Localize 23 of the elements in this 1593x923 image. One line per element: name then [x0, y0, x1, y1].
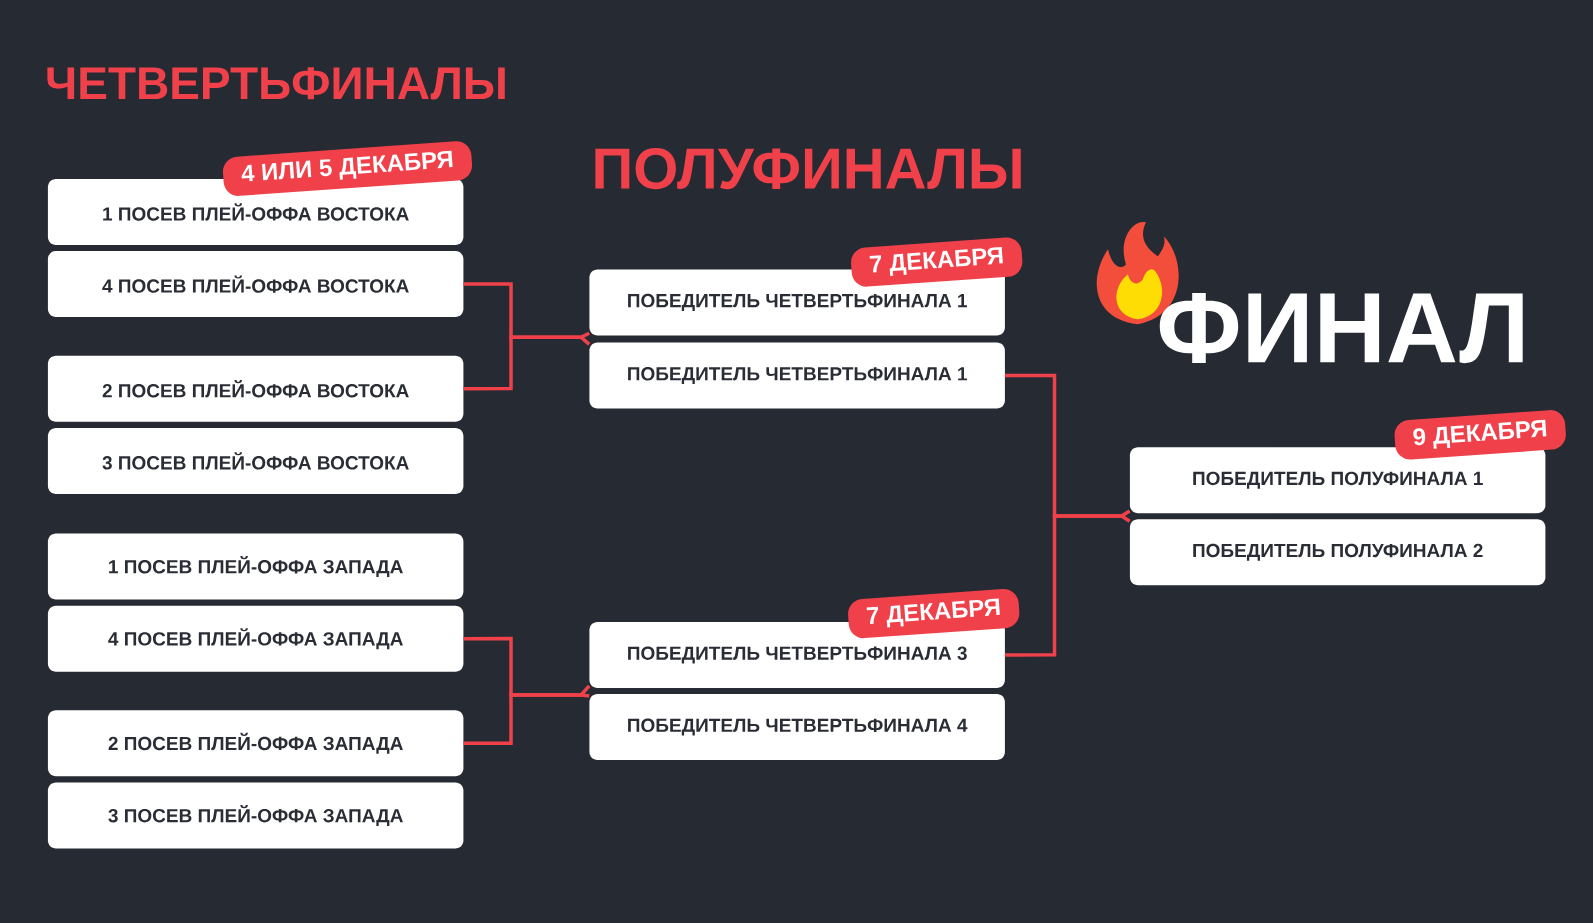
date-badge: 9 ДЕКАБРЯ	[1394, 410, 1566, 460]
bracket-box: 1 ПОСЕВ ПЛЕЙ-ОФФА ЗАПАДА	[47, 533, 464, 600]
date-badge: 7 ДЕКАБРЯ	[851, 237, 1023, 287]
bracket-box: 4 ПОСЕВ ПЛЕЙ-ОФФА ЗАПАДА	[47, 605, 464, 672]
bracket-box: ПОБЕДИТЕЛЬ ЧЕТВЕРТЬФИНАЛА 1	[589, 342, 1005, 409]
bracket-box: 2 ПОСЕВ ПЛЕЙ-ОФФА ВОСТОКА	[47, 355, 464, 422]
section-heading: ПОЛУФИНАЛЫ	[595, 148, 1021, 190]
bracket-box: ПОБЕДИТЕЛЬ ЧЕТВЕРТЬФИНАЛА 4	[589, 694, 1005, 761]
bracket-line	[463, 693, 590, 746]
bracket-box: 3 ПОСЕВ ПЛЕЙ-ОФФА ЗАПАДА	[47, 782, 464, 849]
date-badge: 7 ДЕКАБРЯ	[848, 589, 1020, 639]
bracket-line	[463, 636, 591, 697]
date-badge: 4 ИЛИ 5 ДЕКАБРЯ	[222, 141, 473, 196]
bracket-box: 2 ПОСЕВ ПЛЕЙ-ОФФА ЗАПАДА	[47, 710, 464, 777]
bracket-box: 4 ПОСЕВ ПЛЕЙ-ОФФА ВОСТОКА	[47, 251, 464, 318]
section-heading: ФИНАЛ	[1159, 293, 1523, 364]
section-heading: ЧЕТВЕРТЬФИНАЛЫ	[47, 67, 505, 100]
bracket-box: ПОБЕДИТЕЛЬ ПОЛУФИНАЛА 2	[1129, 519, 1546, 586]
bracket-line	[1005, 514, 1131, 657]
bracket-box: 3 ПОСЕВ ПЛЕЙ-ОФФА ВОСТОКА	[47, 427, 464, 494]
bracket-line	[1005, 373, 1131, 518]
bracket-line	[463, 282, 590, 340]
bracket-line	[463, 335, 591, 391]
